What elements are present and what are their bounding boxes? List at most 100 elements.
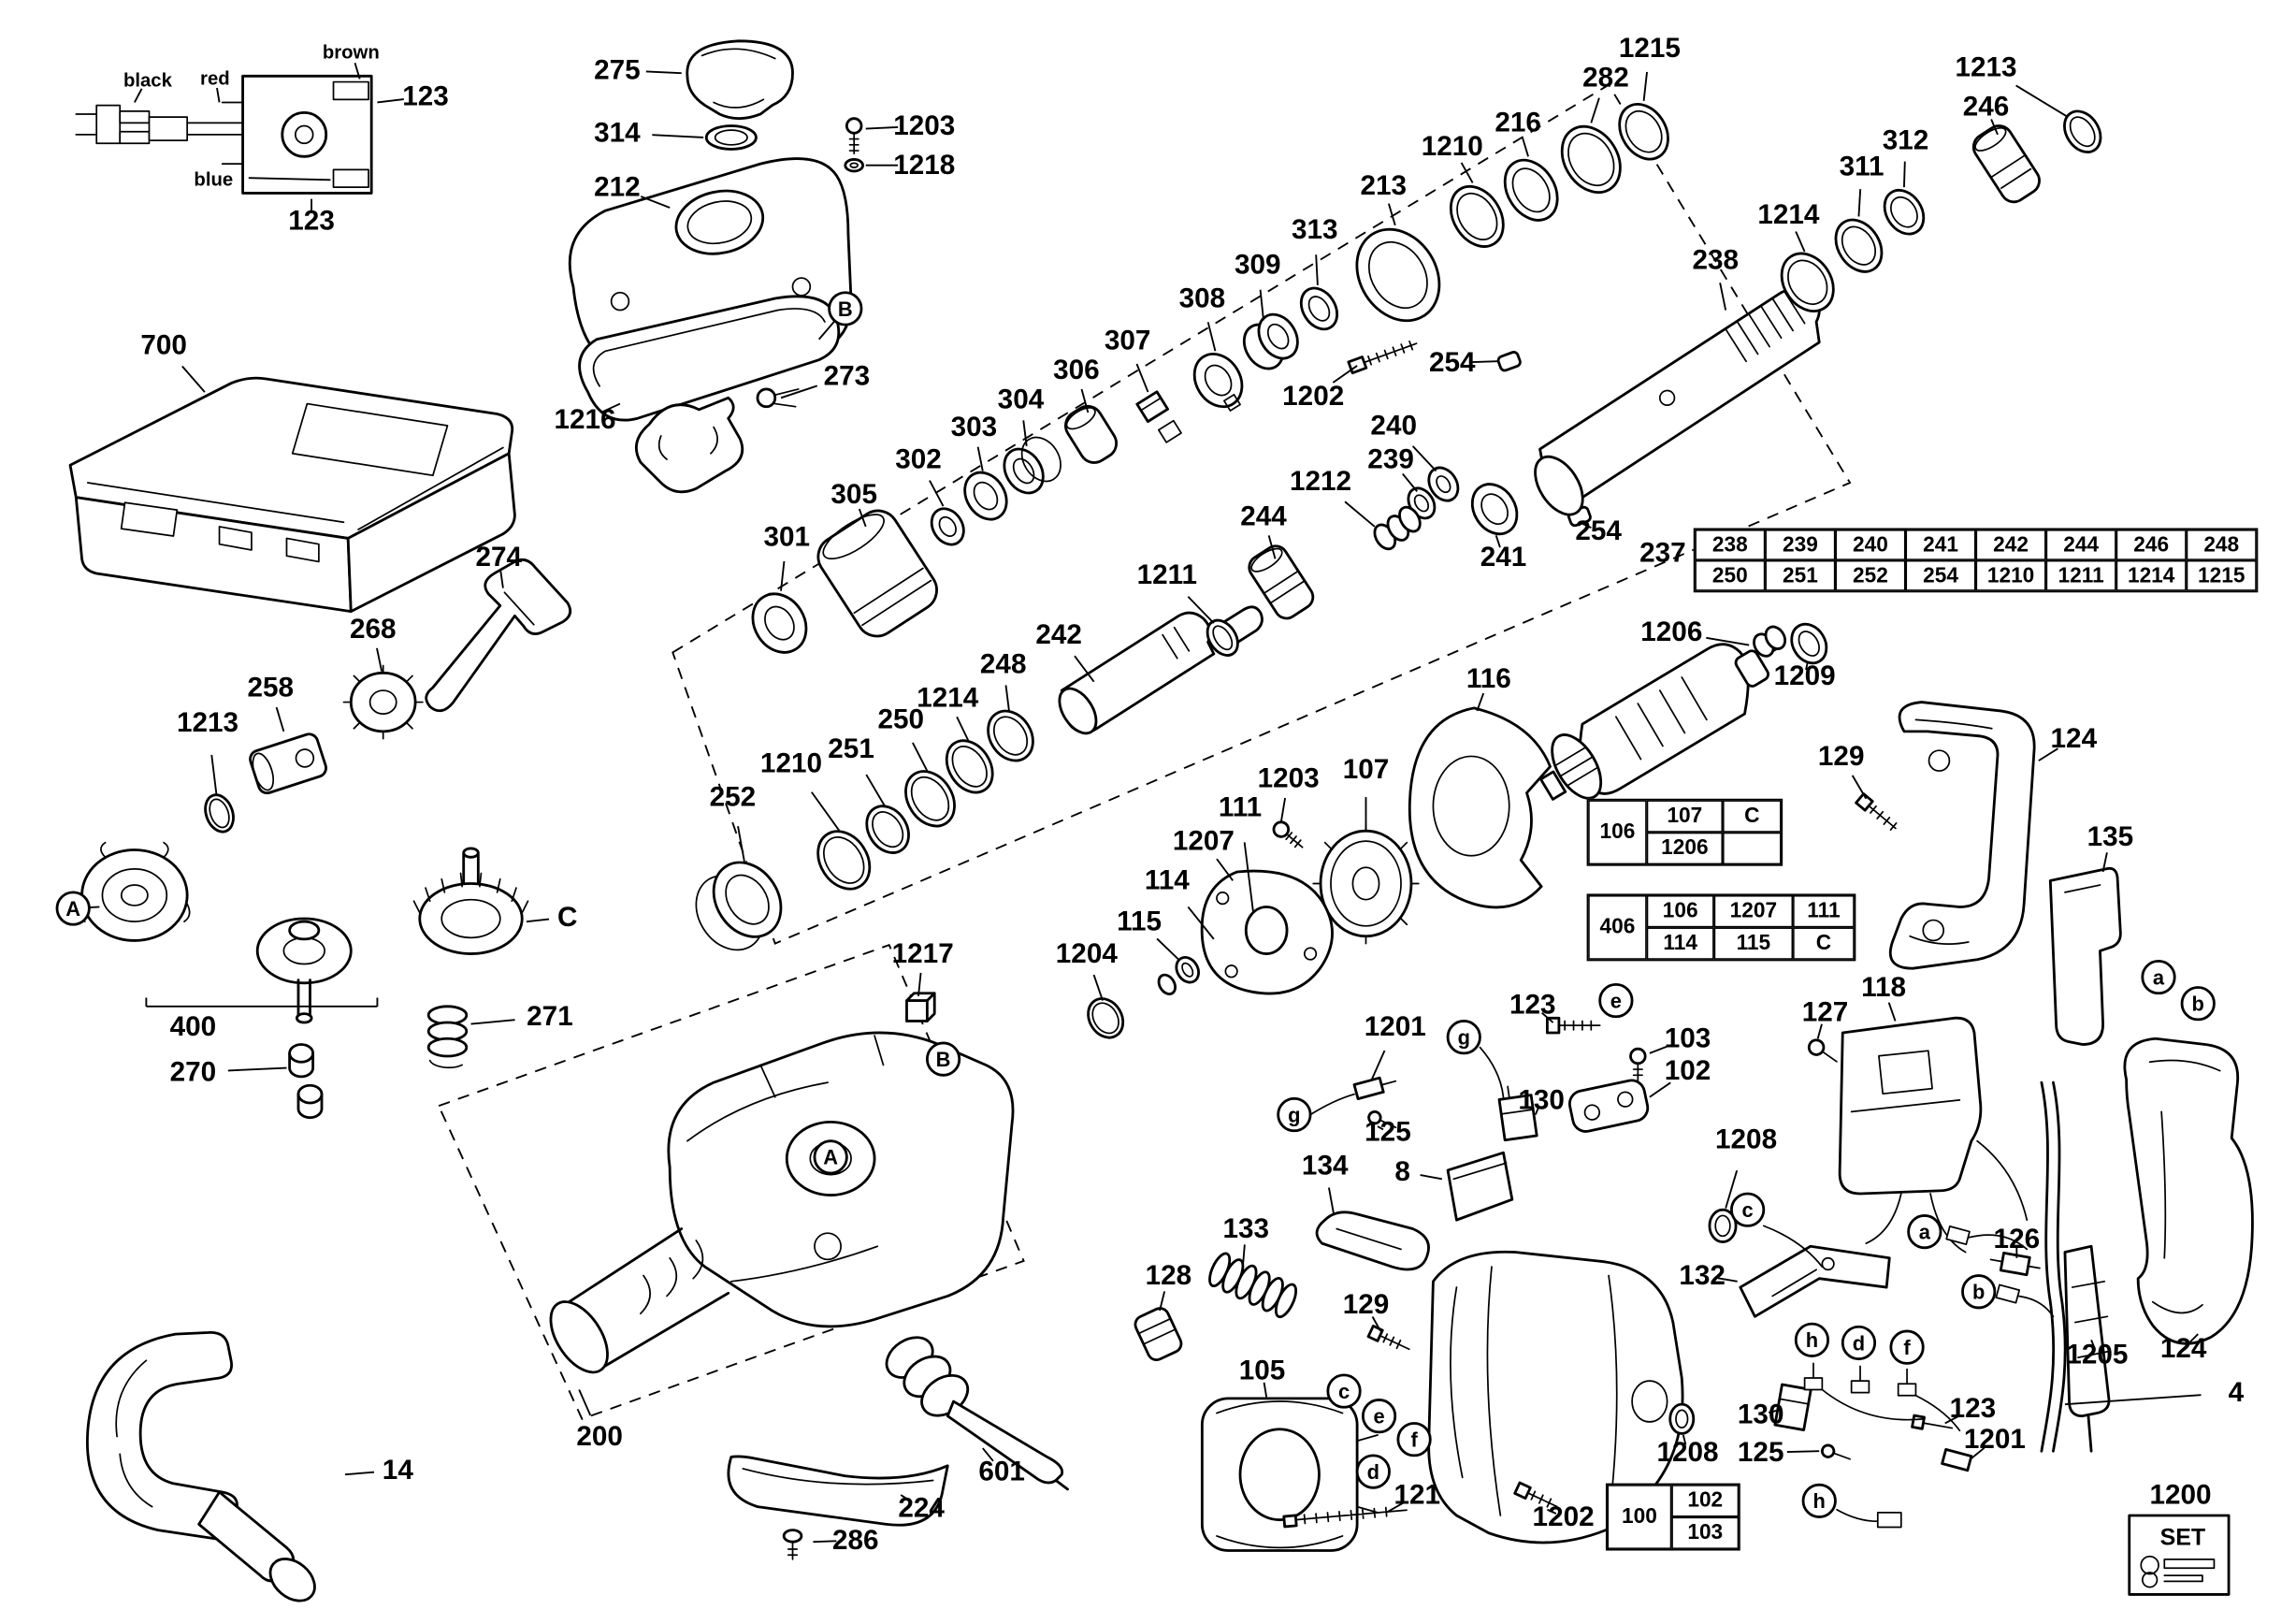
part-label-246: 246 [1963,92,2010,123]
table-cell: 102 [1671,1485,1740,1517]
chisel-601 [885,1336,1069,1491]
circle-label-d: d [1841,1325,1877,1361]
circle-label-A: A [813,1139,848,1175]
ring-252 [695,861,783,951]
leader-line [1682,1434,1687,1445]
cup-301 [751,592,808,654]
armature-106 [1539,643,1783,801]
leader-line [1370,1050,1386,1080]
grip-124-rear [2123,1037,2254,1345]
part-label-1208: 1208 [1715,1124,1777,1155]
leader-line [2090,1340,2096,1349]
leader-line [344,1471,375,1476]
part-label-1207: 1207 [1173,826,1235,857]
washers-309 [1242,312,1299,370]
part-label-302: 302 [895,443,942,474]
table-100: 100 102 103 [1605,1483,1740,1551]
svg-text:h: h [1806,1328,1818,1352]
part-label-305: 305 [830,479,877,510]
part-label-303: 303 [951,412,998,442]
screw-125-lower [1820,1443,1851,1460]
part-label-1214: 1214 [917,682,979,713]
spring-133 [1208,1252,1298,1319]
part-label-314: 314 [594,118,641,149]
table-cell: 1210 [1975,559,2046,591]
part-label-216: 216 [1495,108,1541,138]
washer-stack-271 [426,1005,469,1069]
part-label-268: 268 [350,614,397,645]
leader-line [1706,636,1750,646]
circle-label-d: d [1355,1454,1391,1489]
leader-line [1768,1409,1779,1414]
leader-line [134,88,143,103]
part-label-1204: 1204 [1056,938,1119,969]
leader-line [1159,1291,1166,1312]
washers-1212 [1373,505,1422,551]
part-label-124: 124 [2160,1333,2207,1364]
part-label-126: 126 [1994,1224,2041,1254]
part-label-115: 115 [1117,906,1162,937]
part-label-237: 237 [1639,537,1686,568]
part-label-400: 400 [170,1011,217,1042]
table-406: 406 106 1207 111 114 115 C [1586,893,1856,962]
leader-line [1420,1174,1442,1181]
circle-label-e: e [1598,982,1634,1019]
leader-line [1540,1011,1554,1023]
table-cell: 103 [1671,1516,1740,1549]
part-label-125: 125 [1365,1117,1411,1148]
part-label-102: 102 [1665,1055,1711,1086]
bearing-1206 [1753,625,1787,658]
ring-213 [1355,227,1441,323]
leader-line [1581,522,1592,529]
carrying-case-700 [68,376,516,614]
leader-line [1460,162,1474,183]
svg-text:c: c [1742,1198,1754,1222]
ring-248 [987,709,1034,762]
part-label-1215: 1215 [1619,33,1681,64]
table-cell: 251 [1765,559,1836,591]
power-cord-4 [2040,1080,2067,1453]
svg-text:f: f [1903,1336,1911,1359]
part-label-brown: brown [323,43,380,64]
part-label-240: 240 [1370,410,1417,441]
part-label-311: 311 [1840,152,1884,182]
washers-304 [1003,436,1061,495]
svg-text:g: g [1458,1025,1470,1049]
ring-302 [930,507,965,546]
part-label-1206: 1206 [1640,616,1702,647]
leader-line [1944,1414,1961,1425]
connector-1201-lower [1941,1447,1973,1472]
circle-label-f: f [1396,1422,1432,1457]
part-label-123: 123 [402,81,449,112]
part-label-129: 129 [1343,1289,1390,1320]
ring-313 [1299,286,1339,331]
part-label-1217: 1217 [892,938,954,969]
part-label-213: 213 [1360,170,1407,201]
drill-bit-icon [2140,1555,2216,1588]
part-label-242: 242 [1035,619,1082,650]
leader-line [780,560,786,591]
construction-lines-housing [437,943,1025,1420]
part-label-124: 124 [2051,723,2098,754]
ring-1214-top [1780,252,1835,312]
leader-line [181,365,206,393]
lever-135 [2048,866,2122,1046]
leader-line [1385,1501,1404,1514]
table-key: 100 [1607,1485,1672,1549]
part-label-103: 103 [1665,1023,1711,1054]
part-label-129: 129 [1818,741,1865,772]
leader-line [1857,189,1862,217]
leader-line [377,98,404,104]
leader-line [1377,1125,1384,1131]
leader-line [1156,937,1179,961]
leader-line [1263,1382,1268,1398]
leader-line [813,1540,837,1544]
ring-282 [1560,124,1622,194]
leader-line [929,480,945,507]
leader-line [470,1019,515,1025]
circle-label-g: g [1277,1096,1312,1133]
part-label-1209: 1209 [1774,660,1836,691]
leader-line [1495,535,1501,548]
circle-label-a: a [2141,959,2176,995]
